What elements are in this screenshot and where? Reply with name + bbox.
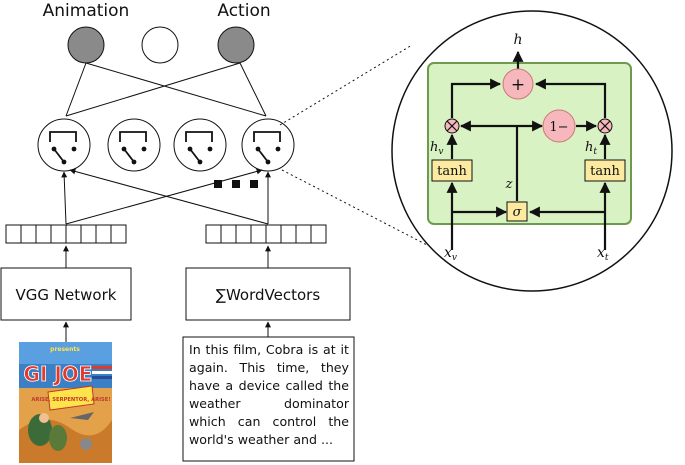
- plot-line-6: world's weather and ...: [189, 432, 334, 447]
- ellipsis-squares: [214, 180, 258, 188]
- gate-z-label: z: [505, 177, 513, 192]
- vgg-network-label: VGG Network: [16, 286, 117, 304]
- plot-line-4: weather dominator: [189, 396, 349, 411]
- movie-poster-image: presents GI JOE ARISE, SERPENTOR, ARISE!: [19, 342, 112, 463]
- tanh-box-text: [584, 159, 626, 182]
- complement-operator: [542, 109, 576, 143]
- word-vectors-label: ∑WordVectors: [216, 286, 320, 304]
- poster-tagline: ARISE, SERPENTOR, ARISE!: [31, 397, 110, 403]
- gmu-unit-4: [241, 118, 295, 172]
- gmu-detail-magnifier: + 1− tanh tanh σ h z hv ht xv xt: [391, 10, 673, 292]
- plot-line-2: again. This time, they: [189, 360, 349, 375]
- sigma-label: σ: [513, 205, 523, 220]
- hidden-text-label: ht: [585, 140, 597, 157]
- poster-tagline-banner: [47, 385, 95, 411]
- hidden-visual-label: hv: [430, 140, 443, 157]
- arrow-visual-to-unit1: [61, 171, 68, 225]
- poster-title: GI JOE: [24, 362, 93, 386]
- gmu-detail-panel: [427, 62, 632, 225]
- arrow-text-to-unit1: [69, 168, 269, 225]
- input-visual-label: xv: [444, 245, 457, 263]
- gmu-unit-3: [173, 118, 227, 172]
- gmu-unit-1: [37, 118, 91, 172]
- zoom-indicator-lines: [279, 44, 428, 246]
- input-text-label: xt: [597, 245, 609, 263]
- output-label-action: Action: [217, 1, 270, 21]
- tanh-label-text: tanh: [590, 164, 620, 179]
- gmu-unit-2: [107, 118, 161, 172]
- add-operator-label: +: [511, 75, 525, 95]
- arrow-visual-to-unit4: [65, 168, 263, 225]
- complement-operator-label: 1−: [549, 120, 568, 135]
- text-feature-vector: [205, 224, 327, 244]
- poster-stripes: [92, 366, 112, 379]
- tanh-box-visual: [431, 159, 473, 182]
- word-vectors-box: [185, 267, 351, 321]
- plot-line-3: have a device called the: [189, 378, 349, 393]
- output-label-animation: Animation: [43, 1, 130, 21]
- poster-top-text: presents: [50, 346, 80, 353]
- multiply-operator-right: [597, 118, 613, 134]
- output-connections: [65, 62, 267, 117]
- plot-text-box: [182, 336, 355, 462]
- output-h-label: h: [513, 32, 522, 48]
- multiply-operator-left: [444, 118, 460, 134]
- visual-feature-vector: [5, 224, 127, 244]
- plot-description: In this film, Cobra is at it again. This…: [189, 341, 349, 456]
- add-operator: [502, 68, 534, 100]
- output-node-middle: [141, 26, 179, 64]
- sigma-gate-box: [506, 201, 528, 222]
- vgg-network-box: [0, 267, 132, 321]
- output-node-action: [217, 26, 255, 64]
- plot-line-5: which can control the: [189, 414, 349, 429]
- plot-line-1: In this film, Cobra is at it: [189, 342, 349, 357]
- output-node-animation: [67, 26, 105, 64]
- tanh-label-visual: tanh: [437, 164, 467, 179]
